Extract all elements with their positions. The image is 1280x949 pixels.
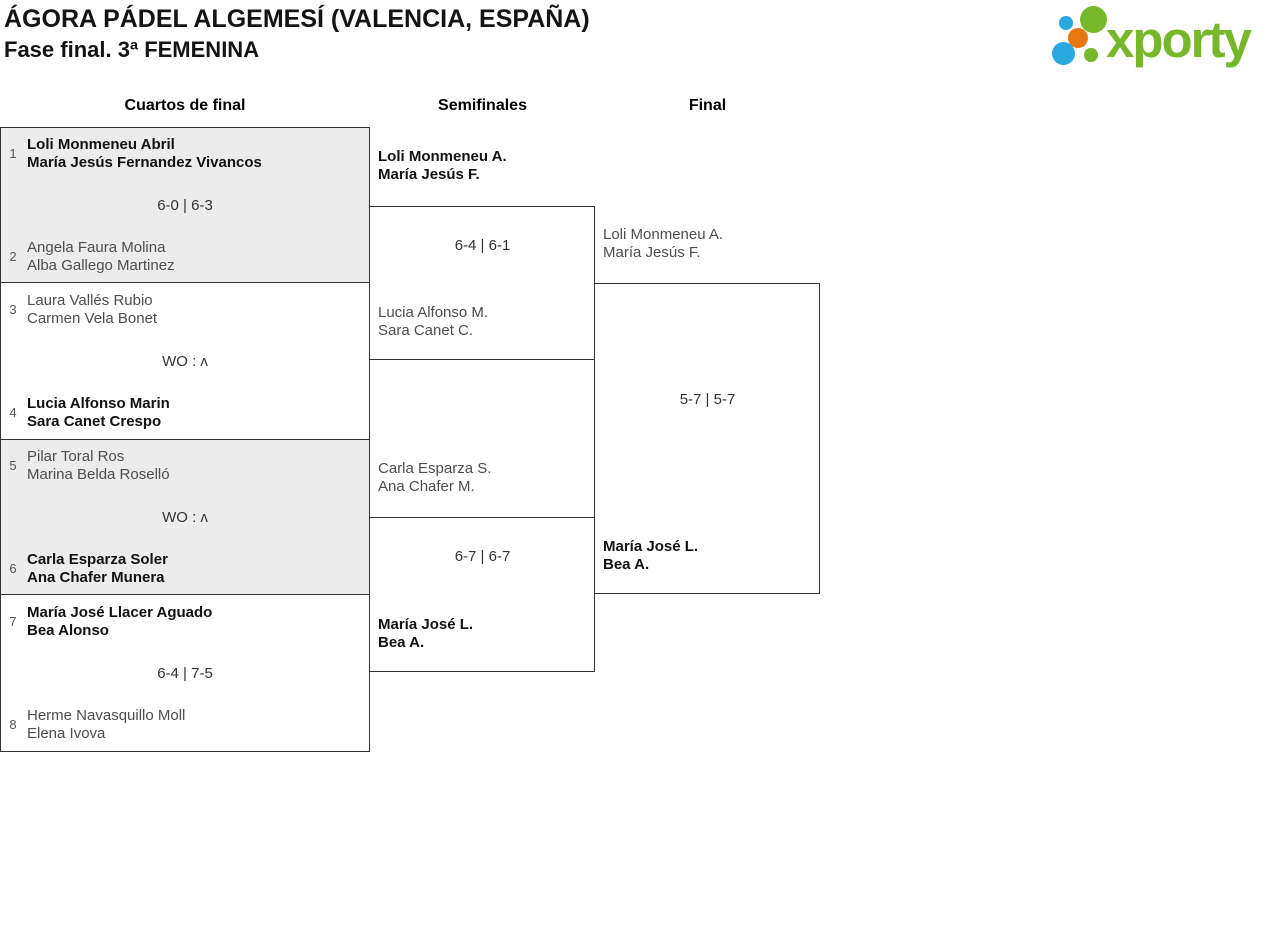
seed-number: 2 [9, 249, 17, 264]
team-name: Loli Monmeneu Abril María Jesús Fernande… [27, 136, 362, 172]
logo-dot-green-small-icon [1084, 48, 1098, 62]
team-name: Loli Monmeneu A. María Jesús F. [378, 148, 588, 184]
player-name: Angela Faura Molina [27, 239, 166, 256]
match-box-sf2 [369, 517, 595, 672]
player-name: Bea Alonso [27, 622, 109, 639]
match-score: WO : ʌ [162, 509, 208, 526]
seed-number: 4 [9, 405, 17, 420]
logo-dot-green-large-icon [1080, 6, 1107, 33]
column-header-semifinals: Semifinales [438, 97, 527, 114]
player-name: Pilar Toral Ros [27, 448, 125, 465]
team-name: Angela Faura Molina Alba Gallego Martine… [27, 239, 362, 275]
team-name: Carla Esparza S. Ana Chafer M. [378, 460, 588, 496]
player-name: Ana Chafer Munera [27, 569, 165, 586]
page-subtitle: Fase final. 3ª FEMENINA [4, 37, 260, 62]
team-name: Lucia Alfonso M. Sara Canet C. [378, 304, 588, 340]
player-name: María José L. [603, 538, 699, 555]
player-name: Laura Vallés Rubio [27, 292, 153, 309]
match-box-qf4 [0, 595, 370, 752]
seed-number: 6 [9, 561, 17, 576]
match-score: 5-7 | 5-7 [679, 391, 736, 408]
match-box-qf3 [0, 440, 370, 595]
player-name: Loli Monmeneu A. [378, 148, 507, 165]
player-name: Bea A. [378, 634, 425, 651]
team-name: Loli Monmeneu A. María Jesús F. [603, 226, 813, 262]
match-score: 6-4 | 6-1 [454, 237, 511, 254]
player-name: Carla Esparza Soler [27, 551, 168, 568]
team-name: Lucia Alfonso Marin Sara Canet Crespo [27, 395, 362, 431]
team-name: Laura Vallés Rubio Carmen Vela Bonet [27, 292, 362, 328]
seed-number: 1 [9, 146, 17, 161]
column-header-final: Final [688, 97, 727, 114]
match-score: 6-0 | 6-3 [157, 197, 213, 214]
player-name: Sara Canet Crespo [27, 413, 162, 430]
team-name: María José L. Bea A. [378, 616, 588, 652]
player-name: Marina Belda Roselló [27, 466, 170, 483]
player-name: Lucia Alfonso Marin [27, 395, 170, 412]
logo-dot-blue-large-icon [1052, 42, 1075, 65]
player-name: Bea A. [603, 556, 650, 573]
column-header-quarterfinals: Cuartos de final [124, 97, 246, 114]
match-score: WO : ʌ [162, 353, 208, 370]
player-name: Loli Monmeneu A. [603, 226, 724, 243]
team-name: María José Llacer Aguado Bea Alonso [27, 604, 362, 640]
seed-number: 3 [9, 302, 17, 317]
player-name: Carla Esparza S. [378, 460, 492, 477]
match-box-sf1 [369, 206, 595, 360]
player-name: Alba Gallego Martinez [27, 257, 175, 274]
logo-dot-blue-small-icon [1059, 16, 1073, 30]
logo-dot-orange-icon [1068, 28, 1088, 48]
player-name: Lucia Alfonso M. [378, 304, 489, 321]
match-box-final [594, 283, 820, 594]
team-name: Carla Esparza Soler Ana Chafer Munera [27, 551, 362, 587]
player-name: María José L. [378, 616, 474, 633]
page-title: ÁGORA PÁDEL ALGEMESÍ (VALENCIA, ESPAÑA) [4, 5, 590, 33]
seed-number: 7 [9, 614, 17, 629]
team-name: María José L. Bea A. [603, 538, 813, 574]
seed-number: 8 [9, 717, 17, 732]
team-name: Pilar Toral Ros Marina Belda Roselló [27, 448, 362, 484]
match-score: 6-7 | 6-7 [454, 548, 511, 565]
player-name: Elena Ivova [27, 725, 106, 742]
match-box-qf1 [0, 127, 370, 283]
team-name: Herme Navasquillo Moll Elena Ivova [27, 707, 362, 743]
player-name: Loli Monmeneu Abril [27, 136, 175, 153]
player-name: María Jesús F. [603, 244, 701, 261]
player-name: Herme Navasquillo Moll [27, 707, 186, 724]
player-name: Carmen Vela Bonet [27, 310, 158, 327]
logo-wordmark: xporty [1106, 11, 1252, 68]
match-score: 6-4 | 7-5 [157, 665, 213, 682]
player-name: María Jesús F. [378, 166, 480, 183]
player-name: Ana Chafer M. [378, 478, 475, 495]
player-name: Sara Canet C. [378, 322, 474, 339]
match-box-qf2 [0, 283, 370, 440]
player-name: María Jesús Fernandez Vivancos [27, 154, 262, 171]
player-name: María José Llacer Aguado [27, 604, 213, 621]
seed-number: 5 [9, 458, 17, 473]
